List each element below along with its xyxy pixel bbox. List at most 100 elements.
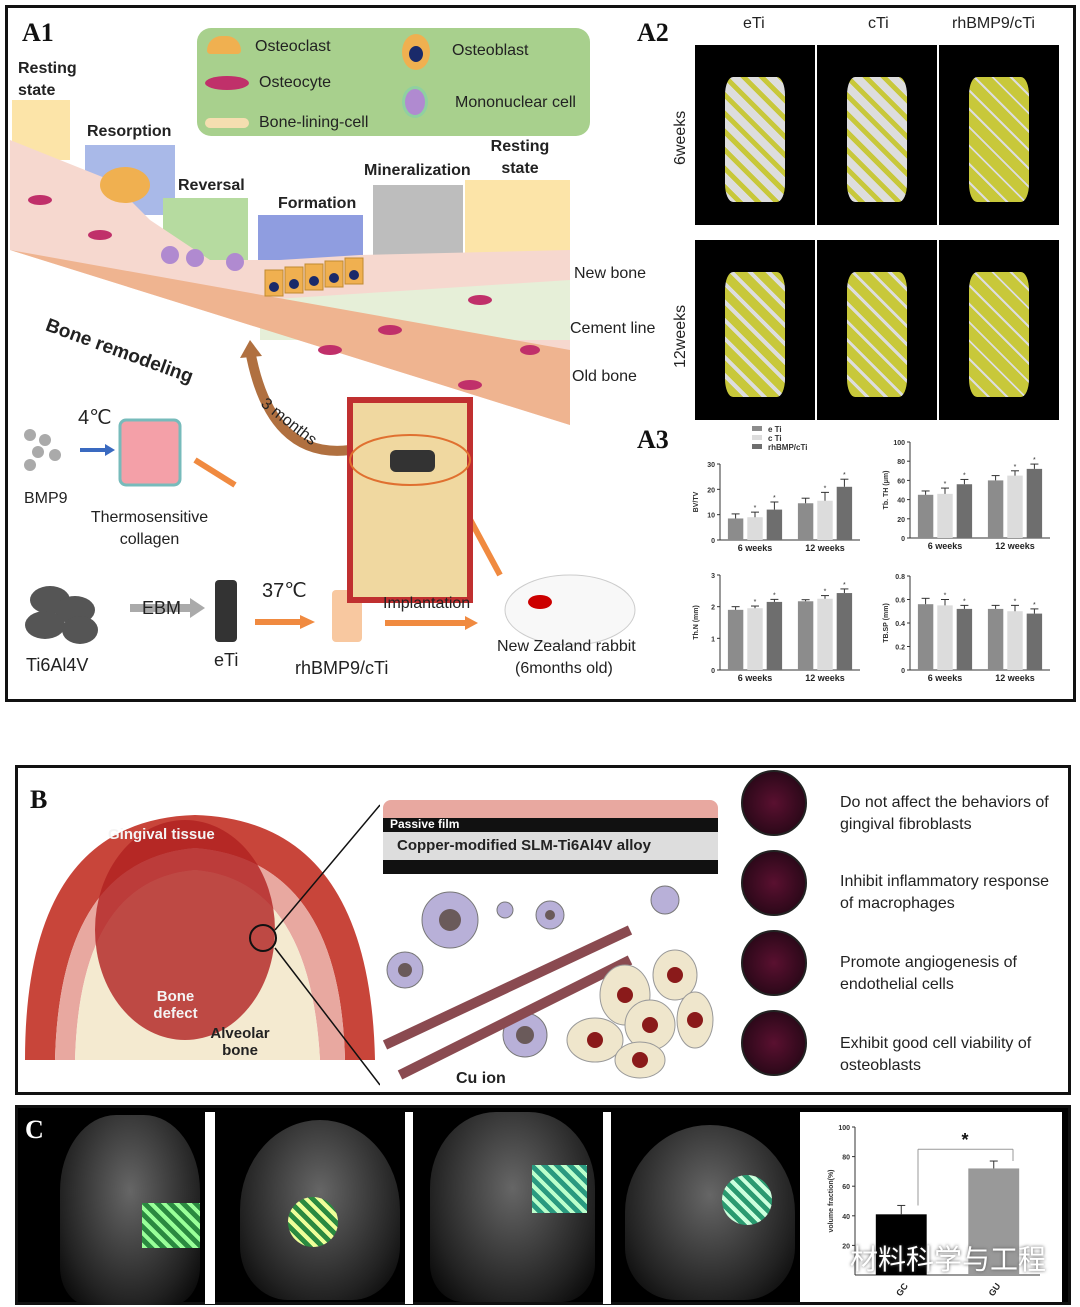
- rhbmp9-cti-label: rhBMP9/cTi: [295, 658, 389, 678]
- micrograph-macrophages: [741, 850, 807, 916]
- separator: [603, 1112, 611, 1304]
- effect-endothelial: Promote angiogenesis of endothelial cell…: [840, 954, 1017, 993]
- y-tick-label: 20: [897, 517, 905, 524]
- y-tick-label: 40: [897, 498, 905, 505]
- significance-mark: *: [754, 505, 757, 512]
- y-tick-label: 0: [901, 536, 905, 543]
- y-tick-label: 0.4: [895, 621, 905, 628]
- x-tick-label: 12 weeks: [805, 543, 845, 553]
- bar: [727, 518, 744, 540]
- process-arrows: [24, 340, 636, 646]
- significance-mark: *: [963, 598, 966, 605]
- bar: [727, 609, 744, 670]
- x-tick-label: 12 weeks: [805, 673, 845, 683]
- y-tick-label: 2: [711, 605, 715, 612]
- bar: [917, 494, 934, 538]
- tissue-layer: [383, 800, 718, 818]
- legend-swatch: [752, 426, 762, 431]
- scaffold: [847, 272, 907, 397]
- osteoblast-icon: [402, 34, 430, 70]
- rabbit-age-label: (6months old): [515, 660, 613, 677]
- y-tick-label: 0: [711, 538, 715, 545]
- cell-legend: Osteoclast Osteoblast Osteocyte Mononucl…: [197, 28, 590, 136]
- microct-image: [817, 45, 937, 225]
- y-tick-label: 1: [711, 636, 715, 643]
- gingival-tissue-label: Gingival tissue: [108, 826, 215, 843]
- label-a3: A3: [637, 425, 669, 454]
- micrograph-osteoblasts: [741, 1010, 807, 1076]
- bar: [836, 486, 853, 540]
- y-tick-label: 0.8: [895, 574, 905, 581]
- alloy-bar: [383, 832, 718, 860]
- significance-mark: *: [843, 582, 846, 589]
- x-tick-label: 6 weeks: [738, 543, 773, 553]
- bar: [1026, 468, 1043, 538]
- significance-mark: *: [824, 485, 827, 492]
- stage-label-formation: Formation: [278, 195, 357, 212]
- legend-osteoclast: Osteoclast: [255, 38, 331, 55]
- stage-label-reversal: Reversal: [178, 177, 245, 194]
- y-tick-label: 60: [897, 478, 905, 485]
- chart-tb-sp: 00.20.40.60.8TB.SP (mm)**6 weeks**12 wee…: [883, 574, 1050, 683]
- y-tick-label: 0.2: [895, 645, 905, 652]
- significance-mark: *: [1014, 464, 1017, 471]
- x-tick-label: 6 weeks: [738, 673, 773, 683]
- rabbit-label: New Zealand rabbit: [497, 638, 636, 655]
- stage-label-resting-2: Resting state: [490, 138, 550, 177]
- x-tick-label: GU: [987, 1281, 1003, 1298]
- microct-image: [695, 45, 815, 225]
- significance-mark: *: [944, 481, 947, 488]
- bar: [766, 509, 783, 540]
- bar: [1007, 611, 1023, 670]
- legend-label: rhBMP/cTi: [768, 443, 807, 452]
- implant-circle-2: [288, 1197, 338, 1247]
- separator: [405, 1112, 413, 1304]
- significance-mark: *: [773, 495, 776, 502]
- y-tick-label: 30: [707, 462, 715, 469]
- bar: [747, 517, 763, 540]
- a2-row-12weeks: 12weeks: [672, 304, 689, 368]
- x-tick-label: GC: [894, 1281, 910, 1298]
- eti-label: eTi: [214, 650, 239, 670]
- legend-mononuclear-cell: Mononuclear cell: [455, 94, 576, 111]
- y-tick-label: 10: [707, 513, 715, 520]
- x-tick-label: 12 weeks: [995, 673, 1035, 683]
- bone-lining-cell-icon: [205, 118, 249, 128]
- panel-b: [15, 765, 1071, 1095]
- microct-image: [695, 240, 815, 420]
- y-tick-label: 60: [842, 1184, 850, 1191]
- micrograph-fibroblasts: [741, 770, 807, 836]
- y-tick-label: 80: [897, 459, 905, 466]
- scaffold: [969, 77, 1029, 202]
- bar: [766, 601, 783, 670]
- label-a2: A2: [637, 18, 669, 47]
- effect-macrophages: Inhibit inflammatory response of macroph…: [840, 873, 1049, 912]
- layer-cement-line: Cement line: [570, 320, 656, 337]
- bar: [875, 1214, 927, 1275]
- passive-film: [383, 818, 718, 832]
- bar: [836, 593, 853, 670]
- bar: [987, 608, 1004, 670]
- stage-label-mineralization: Mineralization: [364, 162, 471, 179]
- y-tick-label: 40: [842, 1214, 850, 1221]
- layer-old-bone: Old bone: [572, 368, 637, 385]
- x-tick-label: 12 weeks: [995, 541, 1035, 551]
- layer-new-bone: New bone: [574, 265, 647, 282]
- panel-a: [5, 5, 1076, 702]
- legend-swatch: [752, 444, 762, 449]
- temp-37c: 37℃: [262, 580, 307, 602]
- y-tick-label: 0.6: [895, 598, 905, 605]
- y-tick-label: 20: [707, 487, 715, 494]
- microct-image: [939, 240, 1059, 420]
- significance-mark: *: [754, 599, 757, 606]
- thermosensitive-collagen-label: Thermosensitive collagen: [90, 509, 209, 548]
- y-tick-label: 20: [842, 1243, 850, 1250]
- bar: [968, 1168, 1020, 1275]
- alveolar-bone-label: Alveolar bone: [210, 1025, 270, 1059]
- bone-remodeling-illustration: [10, 140, 570, 425]
- legend-swatch: [752, 435, 762, 440]
- cells-illustration: [382, 885, 714, 1080]
- y-tick-label: 100: [893, 440, 905, 447]
